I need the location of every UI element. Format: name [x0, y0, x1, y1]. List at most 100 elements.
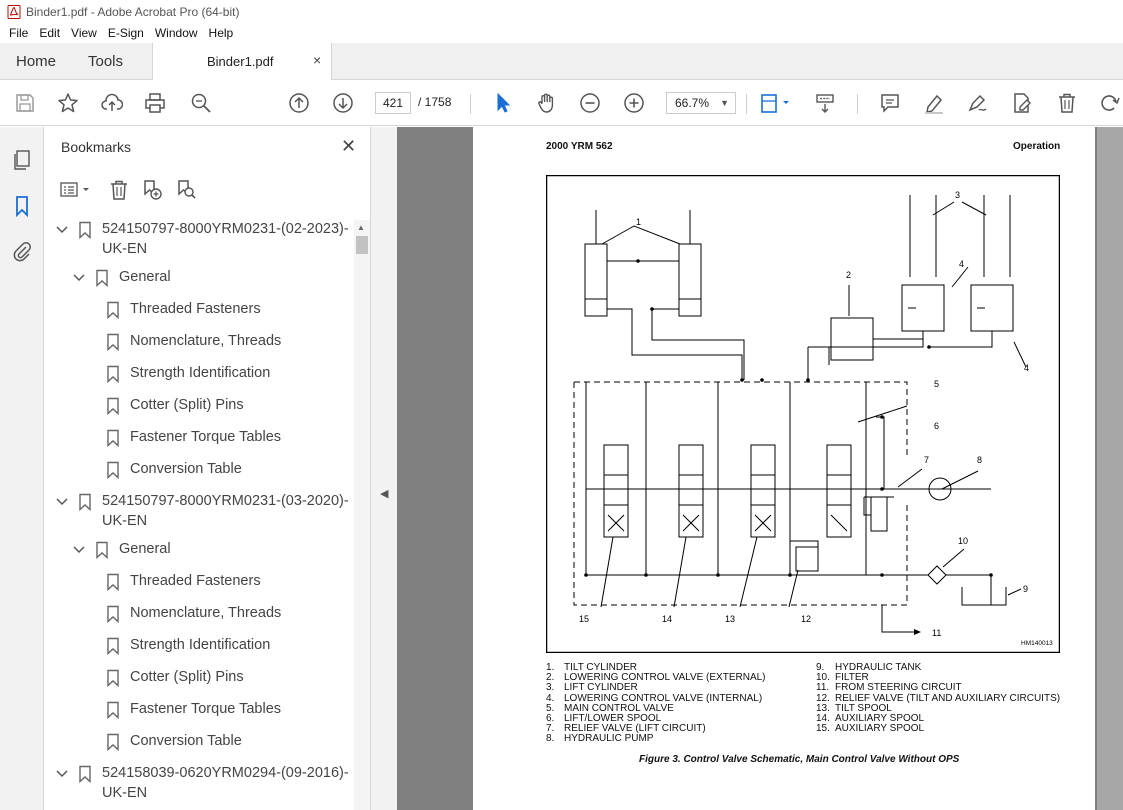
zoom-in-icon[interactable]: [622, 91, 646, 115]
sign-pen-icon[interactable]: [965, 91, 989, 115]
tab-close-icon[interactable]: ×: [313, 52, 322, 68]
print-icon[interactable]: [143, 91, 167, 115]
rotate-icon[interactable]: [1098, 91, 1122, 115]
bookmark-label: General: [119, 269, 171, 285]
menu-view[interactable]: View: [71, 26, 97, 40]
bookmark-item[interactable]: Strength Identification: [105, 363, 270, 387]
bookmark-label: Nomenclature, Threads: [130, 333, 282, 349]
page-up-icon[interactable]: [287, 91, 311, 115]
bookmark-label: 524158039-0620YRM0294-(09-2016)-UK-EN: [102, 763, 349, 803]
bookmark-section-item[interactable]: General: [72, 539, 171, 563]
menu-file[interactable]: File: [9, 26, 29, 40]
callout-label: 5: [934, 379, 939, 389]
edit-document-icon[interactable]: [1010, 91, 1034, 115]
figure-caption: Figure 3. Control Valve Schematic, Main …: [639, 754, 960, 765]
close-icon[interactable]: ✕: [341, 136, 357, 156]
delete-bookmark-icon[interactable]: [108, 179, 130, 201]
bookmark-item[interactable]: Threaded Fasteners: [105, 299, 261, 323]
bookmark-label: Nomenclature, Threads: [130, 605, 282, 621]
bookmark-section-item[interactable]: General: [72, 267, 171, 291]
menu-edit[interactable]: Edit: [39, 26, 61, 40]
trash-icon[interactable]: [1055, 91, 1079, 115]
pages-thumbnail-icon[interactable]: [11, 149, 33, 171]
chevron-down-icon[interactable]: [55, 223, 69, 237]
bookmark-label: Cotter (Split) Pins: [130, 397, 244, 413]
upload-cloud-icon[interactable]: [100, 91, 124, 115]
bookmark-icon: [96, 269, 108, 287]
bookmark-label: Cotter (Split) Pins: [130, 669, 244, 685]
bookmark-file-item[interactable]: 524150797-8000YRM0231-(02-2023)-UK-EN: [55, 219, 349, 263]
highlight-pen-icon[interactable]: [922, 91, 946, 115]
menu-window[interactable]: Window: [154, 26, 198, 40]
panel-collapse-strip[interactable]: ◀: [371, 127, 397, 810]
save-icon[interactable]: [13, 91, 37, 115]
page-total: / 1758: [418, 95, 452, 109]
select-cursor-icon[interactable]: [491, 91, 515, 115]
bookmark-file-item[interactable]: 524158039-0620YRM0294-(09-2016)-UK-EN: [55, 763, 349, 807]
attachments-paperclip-icon[interactable]: [11, 240, 33, 262]
bookmark-item[interactable]: Conversion Table: [105, 731, 242, 755]
chevron-down-icon[interactable]: [55, 767, 69, 781]
callout-label: 2: [846, 270, 851, 280]
bookmark-item[interactable]: Cotter (Split) Pins: [105, 667, 244, 691]
menu-bar: File Edit View E-Sign Window Help: [0, 23, 1123, 43]
bookmark-item[interactable]: Fastener Torque Tables: [105, 427, 281, 451]
callout-label: 8: [977, 455, 982, 465]
bookmark-item[interactable]: Cotter (Split) Pins: [105, 395, 244, 419]
bookmark-item[interactable]: Threaded Fasteners: [105, 571, 261, 595]
chevron-down-icon[interactable]: [72, 271, 86, 285]
bookmark-label: Conversion Table: [130, 461, 242, 477]
callout-label: 13: [725, 614, 735, 624]
callout-label: 6: [934, 421, 939, 431]
menu-esign[interactable]: E-Sign: [107, 26, 144, 40]
scroll-mode-icon[interactable]: [813, 91, 837, 115]
bookmark-item[interactable]: Nomenclature, Threads: [105, 331, 281, 355]
scroll-up-arrow-icon[interactable]: ▲: [357, 223, 365, 232]
bookmark-item[interactable]: Nomenclature, Threads: [105, 603, 281, 627]
legend-left: 1.TILT CYLINDER 2.LOWERING CONTROL VALVE…: [546, 662, 766, 745]
bookmark-panel-icon[interactable]: [11, 195, 33, 217]
callout-label: 4: [959, 259, 964, 269]
bookmark-label: Strength Identification: [130, 365, 271, 381]
bookmark-icon: [107, 333, 119, 351]
page-fit-icon[interactable]: [758, 91, 794, 115]
bookmark-tree: 524150797-8000YRM0231-(02-2023)-UK-EN Gen…: [45, 219, 355, 809]
page-number-input[interactable]: 421: [375, 92, 411, 114]
bookmark-options-icon[interactable]: [59, 179, 93, 201]
collapse-arrow-icon[interactable]: ◀: [380, 488, 389, 500]
tab-document[interactable]: Binder1.pdf ×: [152, 43, 332, 81]
callout-label: 11: [932, 628, 941, 638]
zoom-out-icon[interactable]: [578, 91, 602, 115]
bookmark-file-item[interactable]: 524150797-8000YRM0231-(03-2020)-UK-EN: [55, 491, 349, 535]
callout-label: 10: [958, 536, 968, 546]
callout-label: 7: [924, 455, 929, 465]
document-scrollbar[interactable]: [1097, 127, 1123, 810]
bookmark-item[interactable]: Fastener Torque Tables: [105, 699, 281, 723]
bookmark-icon: [107, 461, 119, 479]
bookmark-icon: [107, 701, 119, 719]
bookmarks-scrollbar[interactable]: ▲: [354, 220, 370, 810]
page-down-icon[interactable]: [331, 91, 355, 115]
find-bookmark-icon[interactable]: [175, 179, 197, 201]
chevron-down-icon[interactable]: [55, 495, 69, 509]
hand-tool-icon[interactable]: [535, 91, 559, 115]
comment-icon[interactable]: [878, 91, 902, 115]
tab-document-label: Binder1.pdf: [207, 54, 274, 69]
callout-label: 4: [1024, 363, 1029, 373]
star-icon[interactable]: [56, 91, 80, 115]
zoom-level-select[interactable]: 66.7% ▼: [666, 92, 736, 114]
scrollbar-thumb[interactable]: [356, 236, 368, 254]
chevron-down-icon[interactable]: [72, 543, 86, 557]
zoom-search-icon[interactable]: [189, 91, 213, 115]
menu-help[interactable]: Help: [208, 26, 234, 40]
bookmarks-toolbar: [59, 179, 359, 203]
tab-tools[interactable]: Tools: [88, 53, 124, 70]
bookmark-item[interactable]: Conversion Table: [105, 459, 242, 483]
toolbar-divider: [857, 94, 858, 114]
tab-home[interactable]: Home: [16, 53, 57, 70]
chevron-down-icon: ▼: [720, 98, 729, 108]
new-bookmark-icon[interactable]: [141, 179, 163, 201]
bookmark-item[interactable]: Strength Identification: [105, 635, 270, 659]
bookmark-label: Threaded Fasteners: [130, 301, 261, 317]
bookmark-icon: [79, 765, 91, 783]
